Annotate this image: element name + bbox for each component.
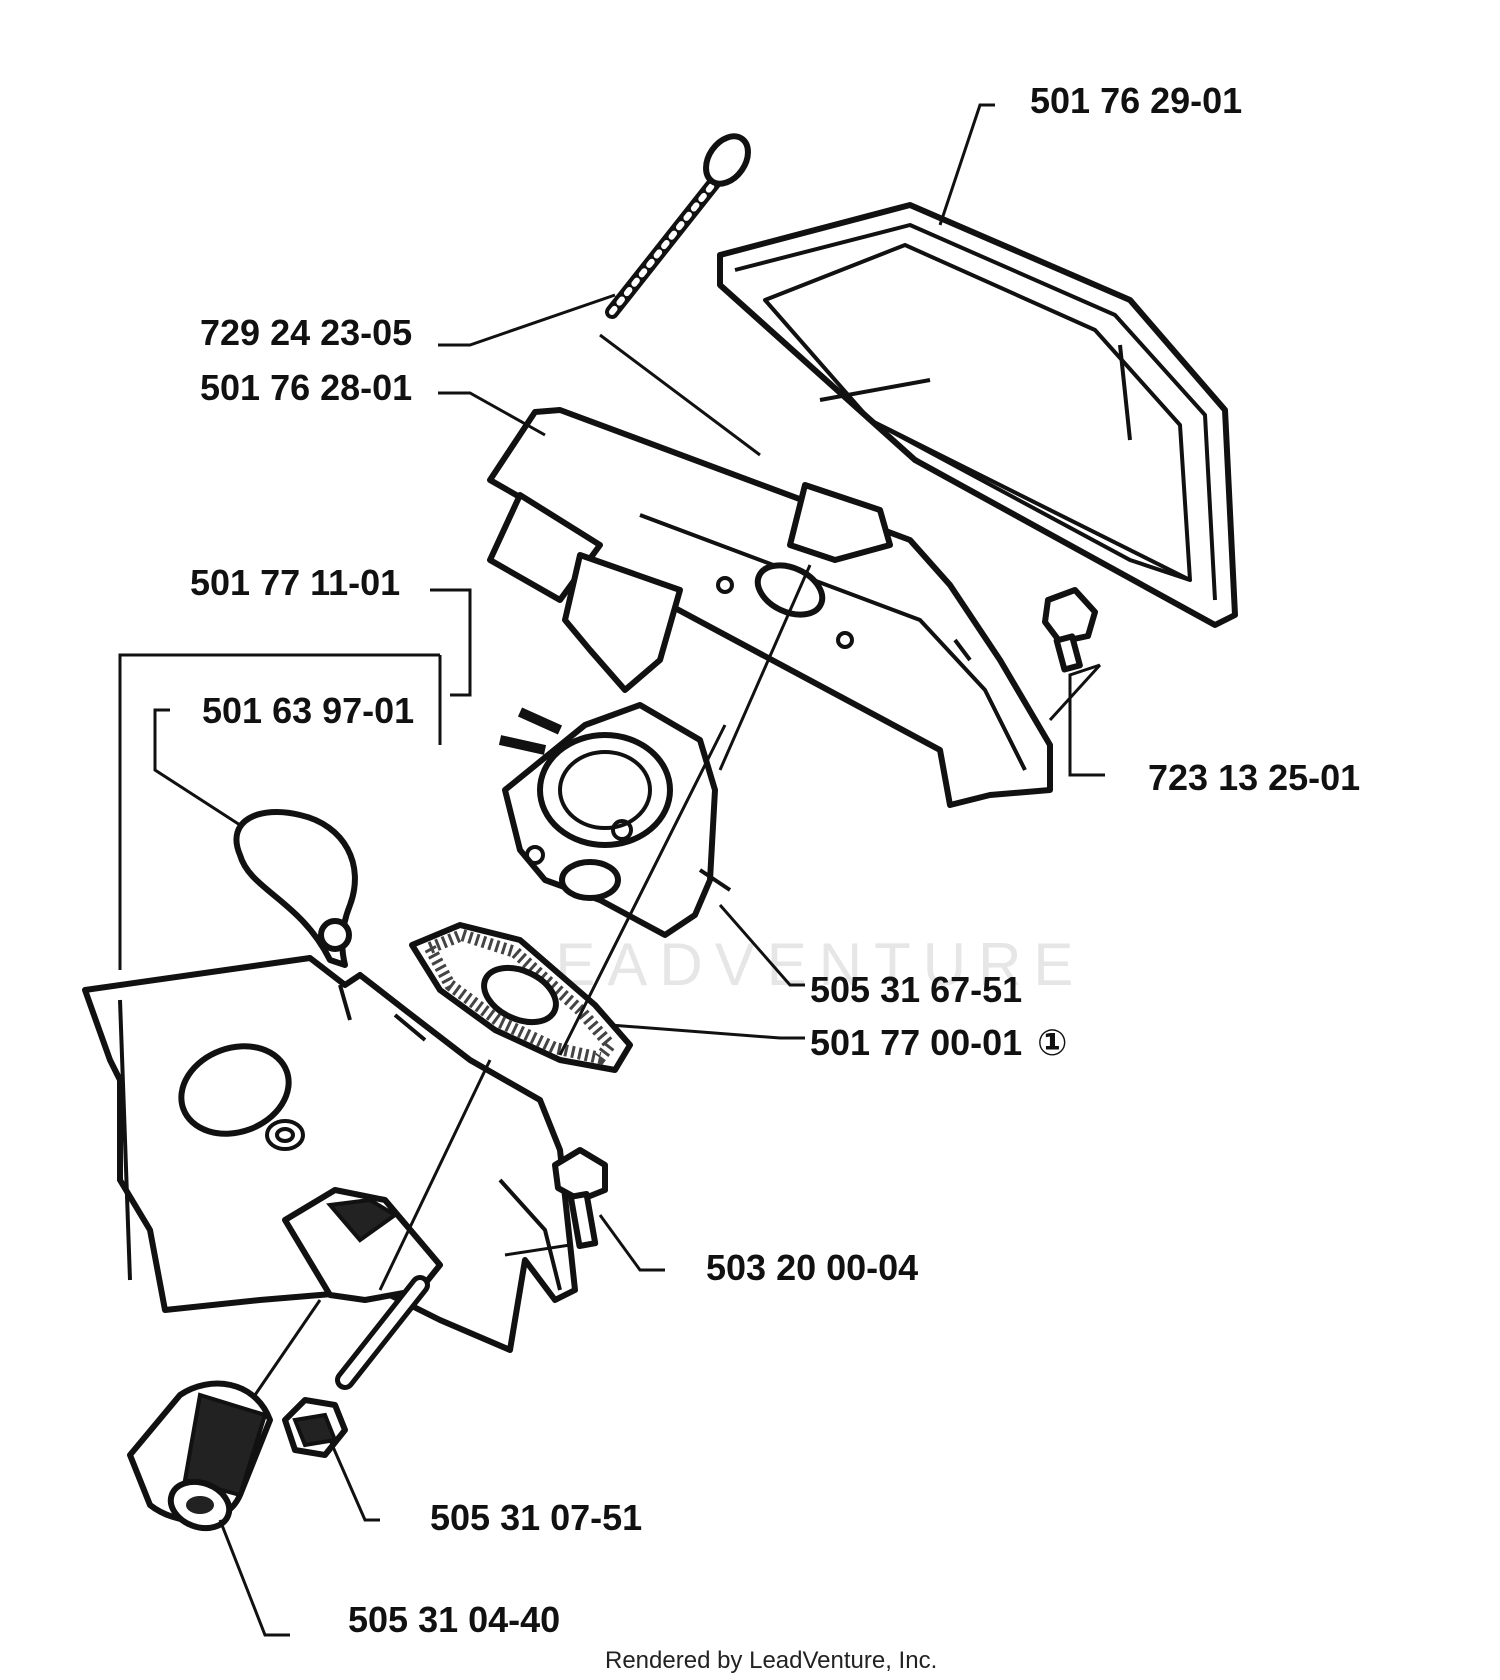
leader-lines (118, 103, 1105, 1637)
small-nut (282, 1397, 348, 1458)
choke-knob (127, 1380, 273, 1532)
label-501-77-00-01: 501 77 00-01 (810, 1022, 1022, 1063)
part-labels: 501 76 29-01 729 24 23-05 501 76 28-01 5… (190, 80, 1360, 1640)
label-505-31-04-40: 505 31 04-40 (348, 1599, 560, 1640)
label-501-77-11-01: 501 77 11-01 (190, 562, 400, 603)
gasket (409, 922, 633, 1073)
label-505-31-07-51: 505 31 07-51 (430, 1497, 642, 1538)
air-filter (487, 407, 1053, 808)
small-bolt-right (1042, 587, 1098, 673)
carburetor (498, 702, 732, 938)
label-729-24-23-05: 729 24 23-05 (200, 312, 412, 353)
long-screw (605, 133, 751, 319)
label-723-13-25-01: 723 13 25-01 (1148, 757, 1360, 798)
air-filter-cover (717, 202, 1238, 628)
label-501-76-28-01: 501 76 28-01 (200, 367, 412, 408)
note-symbol: ① (1037, 1022, 1067, 1063)
label-501-63-97-01: 501 63 97-01 (202, 690, 414, 731)
intake-housing (82, 955, 578, 1390)
label-503-20-00-04: 503 20 00-04 (706, 1247, 918, 1288)
screw-bottom (552, 1147, 608, 1250)
label-505-31-67-51: 505 31 67-51 (810, 969, 1022, 1010)
label-501-76-29-01: 501 76 29-01 (1030, 80, 1242, 121)
footer-credit: Rendered by LeadVenture, Inc. (605, 1647, 937, 1674)
fuel-hose-loop (233, 808, 358, 968)
